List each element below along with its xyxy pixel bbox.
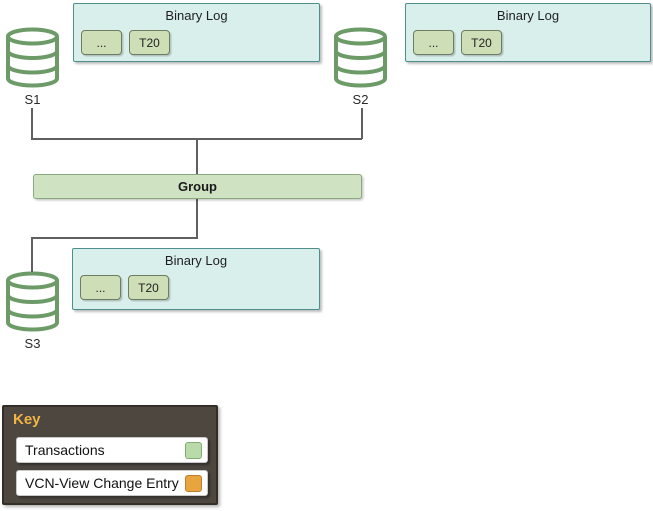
connector-s1-down — [31, 108, 33, 139]
transaction-chip-row: ... T20 — [80, 275, 169, 300]
database-cylinder-icon — [334, 27, 387, 88]
binary-log-title: Binary Log — [496, 8, 560, 23]
connector-from-group — [196, 198, 198, 238]
database-cylinder-icon — [6, 271, 59, 332]
connector-bottom-horizontal — [31, 237, 198, 239]
server-s2: S2 — [332, 27, 389, 107]
group-box: Group — [33, 174, 362, 199]
legend-title: Key — [13, 411, 41, 428]
transaction-chip-row: ... T20 — [81, 30, 170, 55]
transaction-chip-row: ... T20 — [413, 30, 502, 55]
connector-to-group — [196, 139, 198, 175]
legend-row-vcn: VCN-View Change Entry — [16, 470, 208, 496]
connector-top-horizontal — [31, 138, 362, 140]
legend-label: VCN-View Change Entry — [25, 475, 179, 491]
transaction-chip-ellipsis: ... — [80, 275, 121, 300]
group-label: Group — [178, 179, 217, 194]
legend-label: Transactions — [25, 442, 105, 458]
transaction-chip-ellipsis: ... — [413, 30, 454, 55]
database-cylinder-icon — [6, 27, 59, 88]
connector-s2-down — [361, 108, 363, 139]
transaction-chip-t20: T20 — [461, 30, 502, 55]
binary-log-title: Binary Log — [164, 253, 228, 268]
transaction-chip-t20: T20 — [129, 30, 170, 55]
binary-log-box-s3: Binary Log ... T20 — [72, 248, 320, 310]
server-s1: S1 — [4, 27, 61, 107]
server-label: S3 — [24, 336, 41, 351]
transaction-chip-t20: T20 — [128, 275, 169, 300]
legend-row-transactions: Transactions — [16, 437, 208, 463]
server-label: S2 — [352, 92, 369, 107]
binary-log-box-s1: Binary Log ... T20 — [73, 3, 320, 62]
connector-s3-down — [31, 237, 33, 272]
server-label: S1 — [24, 92, 41, 107]
server-s3: S3 — [4, 271, 61, 351]
transaction-chip-ellipsis: ... — [81, 30, 122, 55]
transactions-swatch-icon — [185, 441, 202, 459]
binary-log-title: Binary Log — [165, 8, 228, 23]
legend-key-box: Key Transactions VCN-View Change Entry — [2, 405, 218, 505]
binary-log-box-s2: Binary Log ... T20 — [405, 3, 651, 62]
view-change-entry-swatch-icon — [185, 474, 202, 492]
